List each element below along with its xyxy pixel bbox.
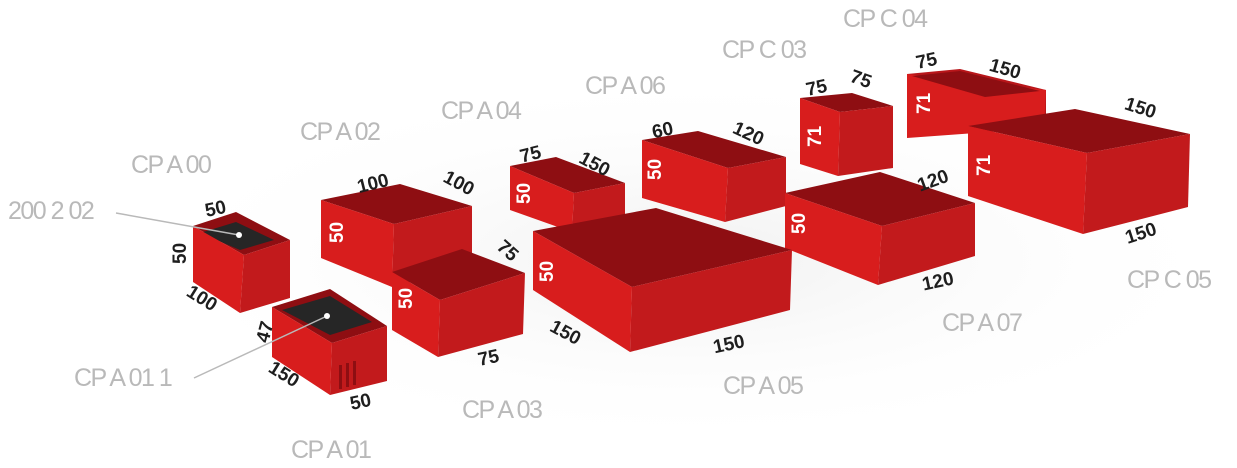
box-cp-a-04 (510, 157, 625, 232)
label-cp-a-02: CP A 02 (300, 118, 381, 146)
label-cp-a-00: CP A 00 (131, 151, 212, 179)
dimension-labels: 50 50 100 47 150 50 100 100 50 75 50 75 … (170, 49, 1159, 415)
dim-a05-height: 50 (537, 261, 558, 282)
box-cp-a-07 (785, 172, 975, 285)
label-200-2-02: 200 2 02 (8, 197, 95, 225)
dim-a07-height: 50 (789, 213, 810, 234)
leader-dot (324, 313, 330, 319)
leader-line-cp-a-01-1 (193, 315, 328, 379)
box-cp-c-05 (968, 109, 1190, 234)
dim-a03-height: 50 (396, 288, 417, 309)
label-cp-a-03: CP A 03 (462, 396, 543, 424)
box-cp-c-03 (800, 93, 893, 176)
dim-c03-height: 71 (805, 125, 826, 147)
box-cp-a-05 (533, 208, 792, 352)
vent-slots (339, 361, 356, 389)
dim-c05-depth: 150 (1122, 94, 1159, 124)
label-cp-a-01-1: CP A 01 1 (74, 364, 173, 392)
dim-a02-height: 50 (327, 222, 348, 243)
dim-c04-width: 75 (914, 49, 939, 74)
dim-c05-height: 71 (974, 154, 995, 176)
dim-a06-width: 60 (650, 118, 675, 143)
label-cp-c-05: CP C 05 (1127, 266, 1212, 294)
dim-a01-width: 50 (348, 390, 373, 415)
label-cp-c-04: CP C 04 (843, 5, 928, 33)
dim-c04-height: 71 (914, 92, 935, 114)
dim-a00-width: 50 (203, 197, 228, 222)
dim-a06-height: 50 (645, 159, 666, 180)
label-cp-a-04: CP A 04 (441, 97, 522, 125)
dim-a04-height: 50 (514, 183, 535, 204)
dim-a03-width: 75 (476, 346, 501, 371)
dim-c03-width: 75 (804, 76, 829, 101)
box-cp-a-06 (642, 131, 786, 222)
box-cp-a-03 (392, 249, 525, 357)
label-cp-c-03: CP C 03 (722, 36, 807, 64)
dim-a00-height: 50 (170, 243, 191, 264)
box-cp-c-04 (907, 69, 1046, 138)
leader-line-200-2-02 (115, 212, 240, 236)
leader-dot (236, 232, 242, 238)
label-cp-a-01: CP A 01 (291, 436, 372, 464)
label-cp-a-05: CP A 05 (723, 372, 804, 400)
label-cp-a-06: CP A 06 (585, 72, 666, 100)
label-cp-a-07: CP A 07 (942, 309, 1023, 337)
